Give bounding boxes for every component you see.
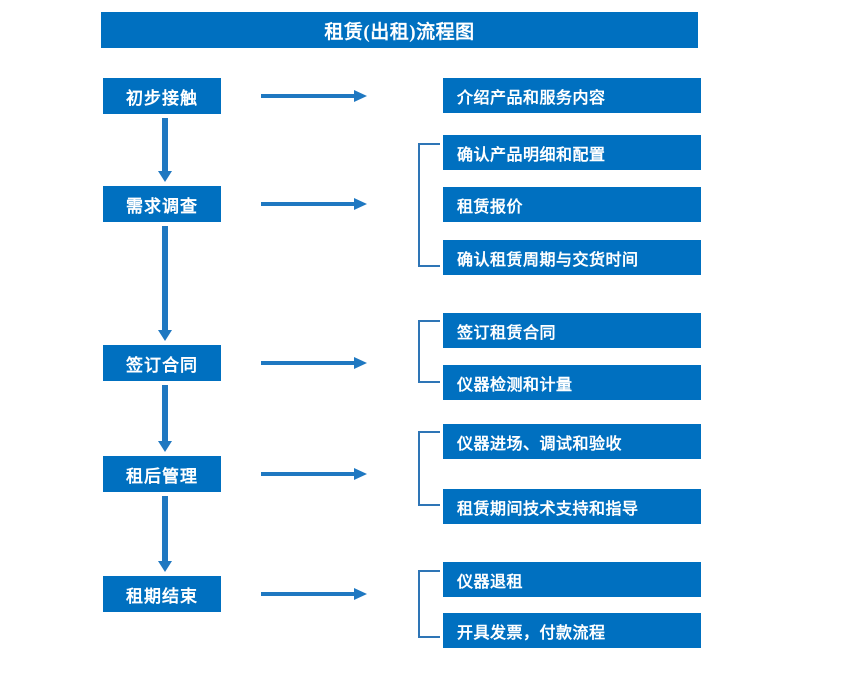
detail-arrow-right-4 (261, 466, 367, 482)
stage-box-3[interactable]: 签订合同 (103, 345, 221, 381)
detail-box-5-1[interactable]: 仪器退租 (443, 562, 701, 597)
arrow-head-right-icon (354, 198, 367, 210)
arrow-head-down-icon (158, 171, 172, 182)
detail-arrow-right-1 (261, 88, 367, 104)
detail-box-2-1[interactable]: 确认产品明细和配置 (443, 135, 701, 170)
detail-box-2-3[interactable]: 确认租赁周期与交货时间 (443, 240, 701, 275)
arrow-shaft (162, 496, 168, 561)
arrow-shaft (162, 118, 168, 171)
diagram-title: 租赁(出租)流程图 (101, 12, 698, 48)
flow-arrow-down-1 (158, 118, 172, 182)
stage-box-4[interactable]: 租后管理 (103, 456, 221, 492)
arrow-head-right-icon (354, 588, 367, 600)
detail-arrow-right-2 (261, 196, 367, 212)
detail-arrow-right-3 (261, 355, 367, 371)
arrow-shaft (261, 592, 355, 596)
detail-box-3-2[interactable]: 仪器检测和计量 (443, 365, 701, 400)
detail-arrow-right-5 (261, 586, 367, 602)
arrow-shaft (261, 94, 355, 98)
arrow-shaft (261, 202, 355, 206)
arrow-head-right-icon (354, 90, 367, 102)
group-bracket-4 (418, 431, 440, 506)
arrow-head-down-icon (158, 561, 172, 572)
arrow-shaft (261, 361, 355, 365)
flow-arrow-down-3 (158, 385, 172, 452)
arrow-head-right-icon (354, 468, 367, 480)
flow-arrow-down-4 (158, 496, 172, 572)
group-bracket-2 (418, 143, 440, 267)
stage-box-5[interactable]: 租期结束 (103, 576, 221, 612)
arrow-shaft (162, 385, 168, 441)
group-bracket-5 (418, 570, 440, 638)
stage-box-1[interactable]: 初步接触 (103, 78, 221, 114)
detail-box-1-1[interactable]: 介绍产品和服务内容 (443, 78, 701, 113)
arrow-head-right-icon (354, 357, 367, 369)
detail-box-3-1[interactable]: 签订租赁合同 (443, 313, 701, 348)
flow-arrow-down-2 (158, 226, 172, 341)
arrow-head-down-icon (158, 330, 172, 341)
stage-box-2[interactable]: 需求调查 (103, 186, 221, 222)
detail-box-2-2[interactable]: 租赁报价 (443, 187, 701, 222)
arrow-head-down-icon (158, 441, 172, 452)
group-bracket-3 (418, 320, 440, 383)
arrow-shaft (162, 226, 168, 330)
detail-box-5-2[interactable]: 开具发票，付款流程 (443, 613, 701, 648)
detail-box-4-2[interactable]: 租赁期间技术支持和指导 (443, 489, 701, 524)
arrow-shaft (261, 472, 355, 476)
detail-box-4-1[interactable]: 仪器进场、调试和验收 (443, 424, 701, 459)
